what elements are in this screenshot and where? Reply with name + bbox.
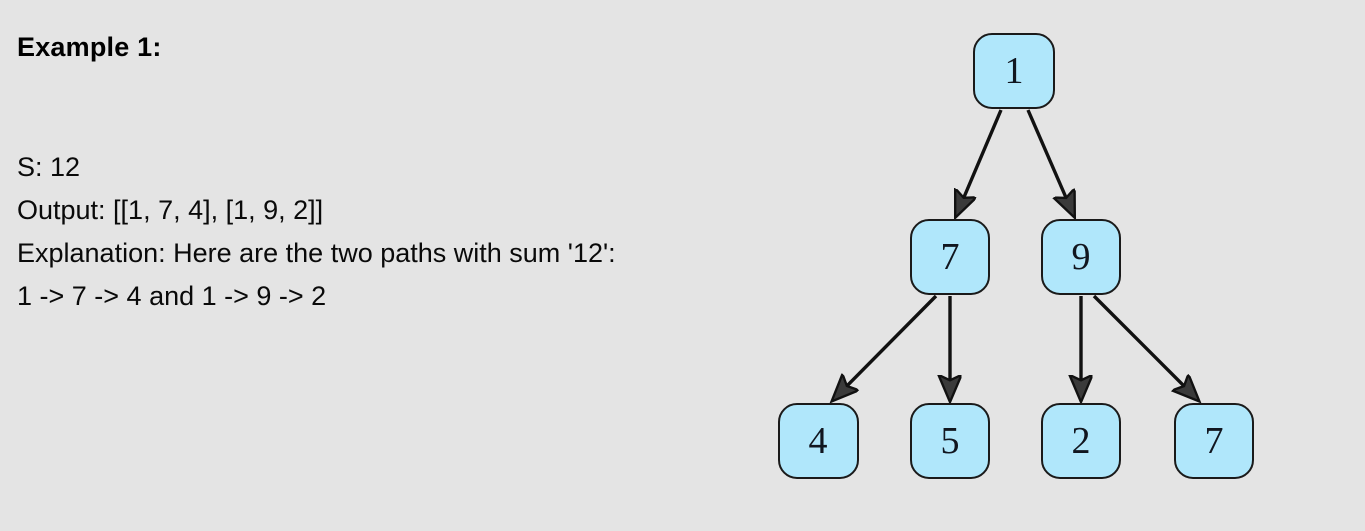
tree-node-label: 2 [1071, 420, 1091, 462]
tree-node-label: 9 [1071, 236, 1091, 278]
text-panel: Example 1: S: 12 Output: [[1, 7, 4], [1,… [17, 30, 777, 318]
description-line-paths: 1 -> 7 -> 4 and 1 -> 9 -> 2 [17, 281, 327, 311]
tree-node-label: 4 [808, 420, 828, 462]
tree-edges-layer [760, 109, 1320, 531]
tree-edge-n3-n7 [1092, 294, 1198, 400]
page-title: Example 1: [17, 32, 162, 62]
tree-node-n5[interactable]: 5 [910, 403, 990, 479]
tree-node-label: 1 [1004, 50, 1024, 92]
tree-node-label: 7 [1204, 420, 1224, 462]
tree-node-label: 7 [940, 236, 960, 278]
description-block: S: 12 Output: [[1, 7, 4], [1, 9, 2]] Exp… [17, 146, 777, 318]
description-line-sum: S: 12 [17, 152, 81, 182]
tree-edge-n2-n4 [833, 294, 938, 400]
tree-edge-n1-n2 [956, 109, 1003, 216]
tree-node-n2[interactable]: 7 [910, 219, 990, 295]
tree-node-label: 5 [940, 420, 960, 462]
tree-node-n6[interactable]: 2 [1041, 403, 1121, 479]
tree-node-n3[interactable]: 9 [1041, 219, 1121, 295]
description-line-explanation: Explanation: Here are the two paths with… [17, 238, 616, 268]
binary-tree-diagram: 1 7 9 4 5 2 7 [760, 0, 1320, 531]
description-line-output: Output: [[1, 7, 4], [1, 9, 2]] [17, 195, 324, 225]
tree-edge-n1-n3 [1026, 109, 1074, 216]
tree-node-n1[interactable]: 1 [973, 33, 1055, 109]
tree-node-n7[interactable]: 7 [1174, 403, 1254, 479]
tree-node-n4[interactable]: 4 [777, 403, 859, 479]
